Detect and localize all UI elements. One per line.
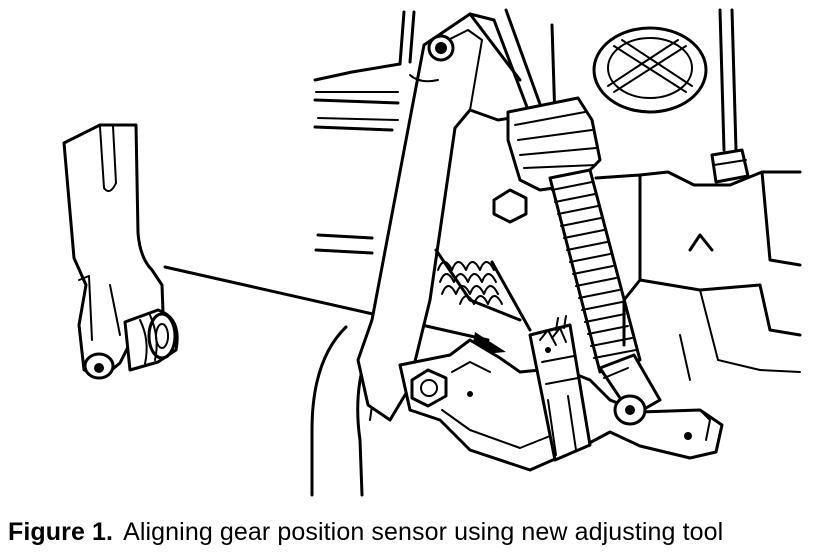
transmission-frame (310, 10, 416, 497)
shift-lever (356, 8, 557, 422)
adjusting-tool (62, 123, 179, 380)
caption-text: Aligning gear position sensor using new … (123, 518, 724, 546)
figure-caption: Figure 1. Aligning gear position sensor u… (0, 518, 816, 554)
caption-label: Figure 1. (8, 518, 114, 546)
cable-end-link (598, 353, 662, 426)
diagram-drawing (62, 8, 802, 497)
return-spring (434, 248, 532, 332)
filler-cap (592, 26, 708, 114)
diagram-figure (62, 8, 802, 497)
cable-housing (492, 96, 642, 374)
transmission-case (594, 8, 802, 381)
boot-ribs (551, 181, 637, 359)
gear-position-sensor (528, 315, 592, 462)
